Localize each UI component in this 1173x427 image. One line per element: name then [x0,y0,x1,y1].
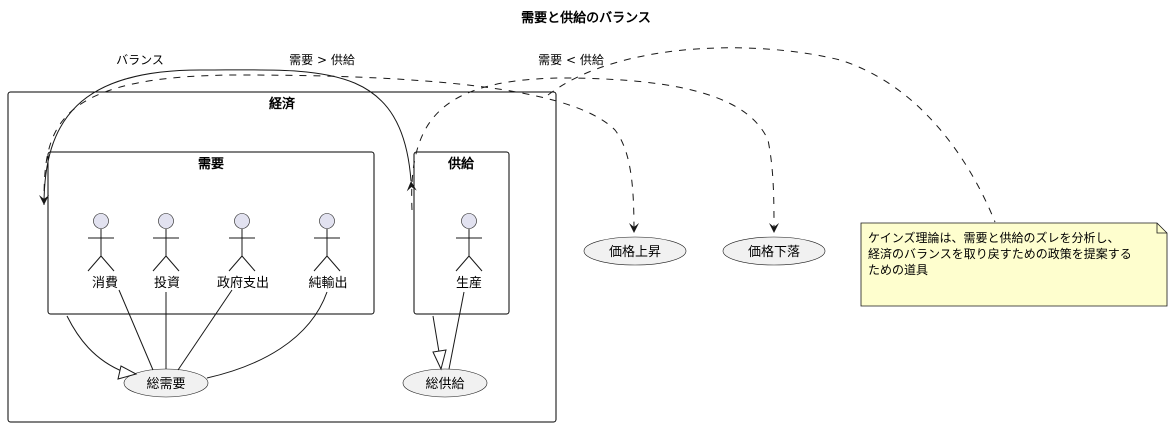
edge-consumption-aggregate-demand [118,289,154,371]
diagram-title: 需要と供給のバランス [521,10,651,26]
edge-production-aggregate-supply [448,291,465,370]
note-line-3: ための道具 [868,263,928,277]
note-line-2: 経済のバランスを取り戻すための政策を提案する [868,246,1132,261]
demand-package: 需要 [47,151,375,315]
usecase-label-price-down: 価格下落 [748,244,800,260]
supply-package-title: 供給 [447,156,475,172]
actor-icon [93,213,109,229]
edge-demand-lt-supply: 需要 < 供給 [411,53,779,234]
usecase-label-aggregate-demand: 総需要 [146,377,185,392]
keynes-note: ケインズ理論は、需要と供給のズレを分析し、 経済のバランスを取り戻すための政策を… [860,222,1168,307]
actor-label-government: 政府支出 [217,276,269,291]
edge-demand-to-aggregate-demand [66,315,138,380]
economy-package-title: 経済 [269,96,296,112]
edge-supply-to-aggregate-supply [432,315,447,371]
actor-icon [234,213,250,229]
actor-label-net-exports: 純輸出 [308,276,347,291]
actor-consumption: 消費 [87,213,118,291]
edge-label-balance: バランス [116,53,164,67]
actor-label-production: 生産 [456,275,482,291]
usecase-aggregate-supply: 総供給 [402,368,488,398]
edge-balance: バランス [39,53,417,206]
usecase-label-aggregate-supply: 総供給 [425,377,464,392]
actor-investment: 投資 [152,213,180,291]
economy-package: 経済 [7,91,557,423]
actor-label-investment: 投資 [154,275,180,291]
edge-demand-gt-supply: 需要 > 供給 [43,53,639,234]
supply-package: 供給 [413,151,510,315]
edge-label-demand-gt-supply: 需要 > 供給 [289,53,355,67]
actor-production: 生産 [455,213,483,291]
usecase-price-down: 価格下落 [722,236,826,266]
edge-label-demand-lt-supply: 需要 < 供給 [538,53,604,67]
actor-label-consumption: 消費 [92,276,118,291]
note-line-1: ケインズ理論は、需要と供給のズレを分析し、 [868,230,1120,245]
actor-icon [319,213,335,229]
edge-net-exports-aggregate-demand [206,291,328,379]
actor-icon [158,213,174,229]
usecase-aggregate-demand: 総需要 [123,368,209,398]
demand-package-title: 需要 [198,157,224,172]
actor-government: 政府支出 [217,213,269,291]
edge-government-aggregate-demand [177,289,233,371]
usecase-price-up: 価格上昇 [583,236,687,266]
note-connector [547,47,996,223]
usecase-label-price-up: 価格上昇 [609,244,661,260]
actor-icon [461,213,477,229]
actor-net-exports: 純輸出 [308,213,348,291]
